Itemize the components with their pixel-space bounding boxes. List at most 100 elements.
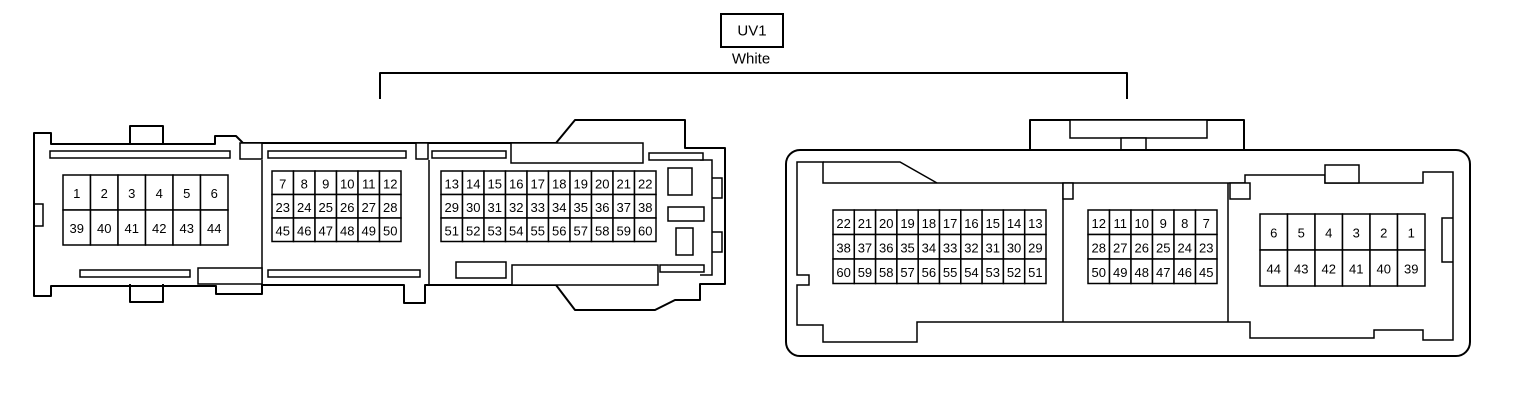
pin-number: 18 (922, 216, 936, 231)
pin-cell: 22 (832, 209, 856, 236)
pin-number: 20 (879, 216, 893, 231)
pin-cell: 60 (832, 258, 856, 285)
pin-cell: 7 (271, 170, 295, 196)
pin-cell: 6 (199, 174, 229, 211)
pin-number: 38 (836, 240, 850, 255)
pin-number: 45 (276, 223, 290, 238)
pin-number: 35 (574, 200, 588, 215)
pin-cell-box (1396, 213, 1426, 251)
pin-cell: 57 (896, 258, 919, 285)
pin-number: 44 (207, 221, 221, 236)
pin-cell: 55 (938, 258, 962, 285)
pin-cell: 34 (547, 193, 571, 219)
pin-cell: 7 (1194, 209, 1218, 236)
pin-number: 24 (297, 200, 311, 215)
pin-number: 43 (1294, 262, 1308, 277)
pin-cell: 1 (1396, 213, 1426, 251)
pin-number: 51 (1028, 265, 1042, 280)
pin-number: 38 (638, 200, 652, 215)
pin-number: 47 (319, 223, 333, 238)
pin-number: 16 (964, 216, 978, 231)
pin-cell-box (1314, 249, 1344, 287)
pin-cell: 12 (378, 170, 402, 196)
pin-cell-box (1396, 249, 1426, 287)
pin-number: 5 (1298, 226, 1305, 241)
pin-cell: 30 (1002, 233, 1026, 260)
pin-cell: 56 (917, 258, 941, 285)
pin-cell: 29 (440, 193, 464, 219)
pin-cell: 5 (1286, 213, 1316, 251)
pin-cell: 54 (960, 258, 983, 285)
pin-cell-box (1194, 258, 1218, 285)
pin-cell-box (172, 174, 202, 211)
pin-cell: 38 (832, 233, 856, 260)
pin-number: 58 (595, 223, 609, 238)
pin-cell: 51 (440, 217, 464, 243)
pin-cell: 35 (896, 233, 919, 260)
pin-cell: 32 (504, 193, 528, 219)
pin-number: 30 (1007, 240, 1021, 255)
pin-number: 26 (340, 200, 354, 215)
pin-cell: 28 (378, 193, 402, 219)
pin-cell: 50 (378, 217, 402, 243)
pin-cell: 49 (357, 217, 381, 243)
pin-cell: 33 (526, 193, 550, 219)
pin-number: 54 (509, 223, 523, 238)
pin-cell: 4 (1314, 213, 1344, 251)
pin-cell: 18 (917, 209, 941, 236)
pin-number: 55 (531, 223, 545, 238)
pin-number: 17 (943, 216, 957, 231)
pin-cell-box (1341, 249, 1371, 287)
pin-cell: 24 (1173, 233, 1197, 260)
pin-number: 52 (466, 223, 480, 238)
pin-cell: 20 (874, 209, 898, 236)
view-bracket (379, 72, 1128, 99)
pin-cell: 28 (1087, 233, 1111, 260)
pin-cell-box (633, 217, 657, 243)
pin-number: 48 (1135, 265, 1149, 280)
pin-cell: 17 (526, 170, 550, 196)
pin-cell-box (1023, 258, 1047, 285)
pin-cell: 10 (335, 170, 359, 196)
pin-number: 56 (552, 223, 566, 238)
pin-number: 30 (466, 200, 480, 215)
pin-cell: 48 (335, 217, 359, 243)
pin-number: 31 (488, 200, 502, 215)
pin-cell: 2 (89, 174, 119, 211)
pin-number: 37 (858, 240, 872, 255)
pin-number: 22 (836, 216, 850, 231)
pin-cell: 31 (483, 193, 507, 219)
pin-number: 36 (595, 200, 609, 215)
pin-cell: 58 (590, 217, 614, 243)
pin-cell: 32 (960, 233, 983, 260)
pin-cell: 37 (612, 193, 636, 219)
pin-cell: 34 (917, 233, 941, 260)
pin-number: 17 (531, 176, 545, 191)
pin-cell: 53 (483, 217, 507, 243)
pin-cell: 5 (172, 174, 202, 211)
pin-cell: 31 (981, 233, 1005, 260)
pin-number: 21 (858, 216, 872, 231)
pin-number: 24 (1178, 240, 1192, 255)
pin-number: 4 (156, 186, 163, 201)
connector-code-label: UV1 White (720, 13, 784, 68)
pin-cell: 11 (1108, 209, 1132, 236)
pin-number: 9 (322, 176, 329, 191)
pin-number: 8 (301, 176, 308, 191)
pin-number: 36 (879, 240, 893, 255)
pin-cell: 47 (1151, 258, 1175, 285)
pin-number: 25 (319, 200, 333, 215)
pin-cell-box (1259, 249, 1289, 287)
pin-cell: 52 (1002, 258, 1026, 285)
pin-cell: 25 (1151, 233, 1175, 260)
pin-number: 5 (183, 186, 190, 201)
pin-cell: 59 (612, 217, 636, 243)
pin-cell: 51 (1023, 258, 1047, 285)
pin-cell: 25 (314, 193, 338, 219)
pin-cell: 53 (981, 258, 1005, 285)
pin-number: 32 (509, 200, 523, 215)
